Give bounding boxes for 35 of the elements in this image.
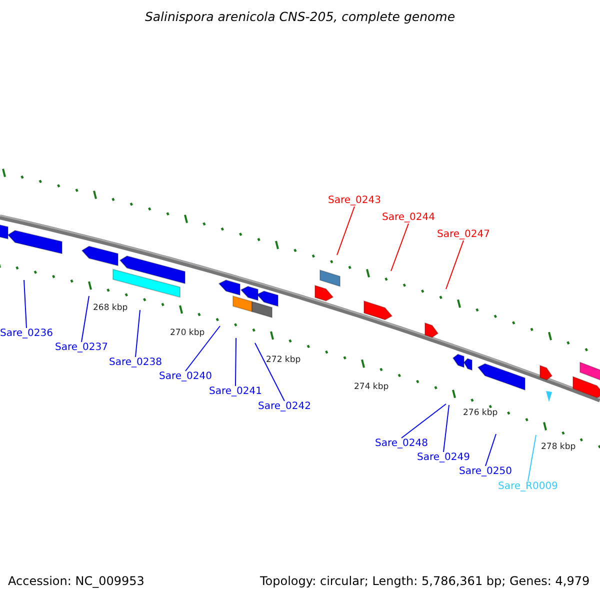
gene-label: Sare_0250 bbox=[459, 466, 512, 478]
gene-label: Sare_0249 bbox=[417, 452, 470, 464]
leader-line bbox=[442, 404, 450, 452]
leader-line bbox=[234, 338, 236, 386]
leader-line bbox=[24, 280, 27, 328]
leader-line bbox=[184, 326, 220, 372]
scale-label: 278 kbp bbox=[541, 443, 576, 453]
gene-label: Sare_0243 bbox=[328, 195, 381, 206]
leader-line bbox=[336, 206, 355, 256]
footer-text: Accession: NC_009953 bbox=[8, 575, 144, 589]
gene-label: Sare_0237 bbox=[55, 342, 108, 354]
scale-label: 268 kbp bbox=[93, 304, 128, 314]
scale-label: 276 kbp bbox=[463, 409, 498, 419]
gene-label: Sare_0238 bbox=[109, 357, 162, 368]
leader-line bbox=[400, 404, 446, 438]
leader-line bbox=[446, 240, 464, 290]
scale-label: 272 kbp bbox=[266, 356, 301, 366]
gene-label: Sare_0241 bbox=[209, 386, 262, 398]
leader-line bbox=[484, 434, 496, 466]
gene-label: Sare_0247 bbox=[437, 229, 490, 240]
map-title: Salinispora arenicola CNS-205, complete genome bbox=[144, 10, 456, 24]
leader-line bbox=[390, 223, 409, 272]
leader-line bbox=[80, 296, 90, 342]
footer-text: Topology: circular; Length: 5,786,361 bp; Genes: 4,979 bbox=[260, 575, 590, 589]
gene-label: Sare_0248 bbox=[375, 438, 428, 450]
scale-label: 274 kbp bbox=[354, 383, 389, 393]
gene-label: Sare_R0009 bbox=[498, 481, 558, 492]
gene-label: Sare_0242 bbox=[258, 401, 311, 412]
scale-label: 270 kbp bbox=[170, 329, 205, 339]
gene-label: Sare_0244 bbox=[382, 212, 435, 224]
leader-line bbox=[527, 434, 536, 482]
leader-line bbox=[134, 310, 140, 358]
leader-line bbox=[254, 342, 285, 402]
gene-label: Sare_0236 bbox=[0, 328, 53, 340]
gene-label: Sare_0240 bbox=[159, 371, 212, 382]
